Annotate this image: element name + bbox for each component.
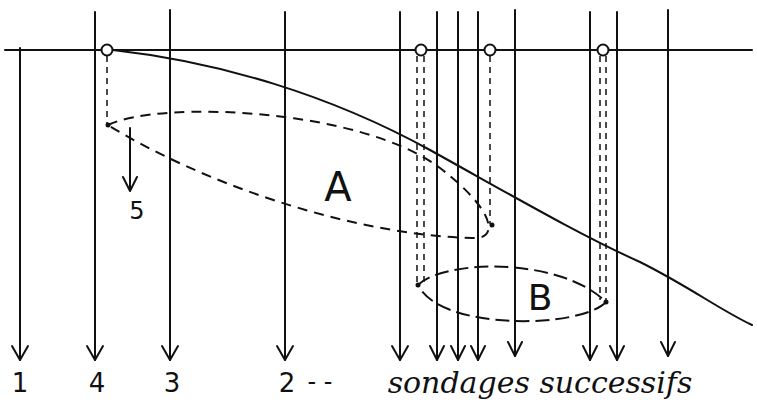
sounding-number: - -: [308, 370, 333, 394]
sounding-number: 2: [279, 370, 296, 396]
sounding-number: 5: [129, 199, 144, 223]
lens-letter: A: [324, 167, 351, 207]
ore-body-lens: B: [410, 255, 615, 335]
sounding-number: 4: [89, 370, 106, 396]
lens-outline: [100, 100, 500, 245]
sounding-number: 1: [12, 370, 29, 396]
sounding-number: 3: [164, 370, 181, 396]
ore-body-lens: A: [100, 100, 500, 245]
caption-text: sondages successifs: [388, 368, 693, 398]
lens-letter: B: [528, 280, 553, 316]
lens-outline: [410, 255, 615, 335]
